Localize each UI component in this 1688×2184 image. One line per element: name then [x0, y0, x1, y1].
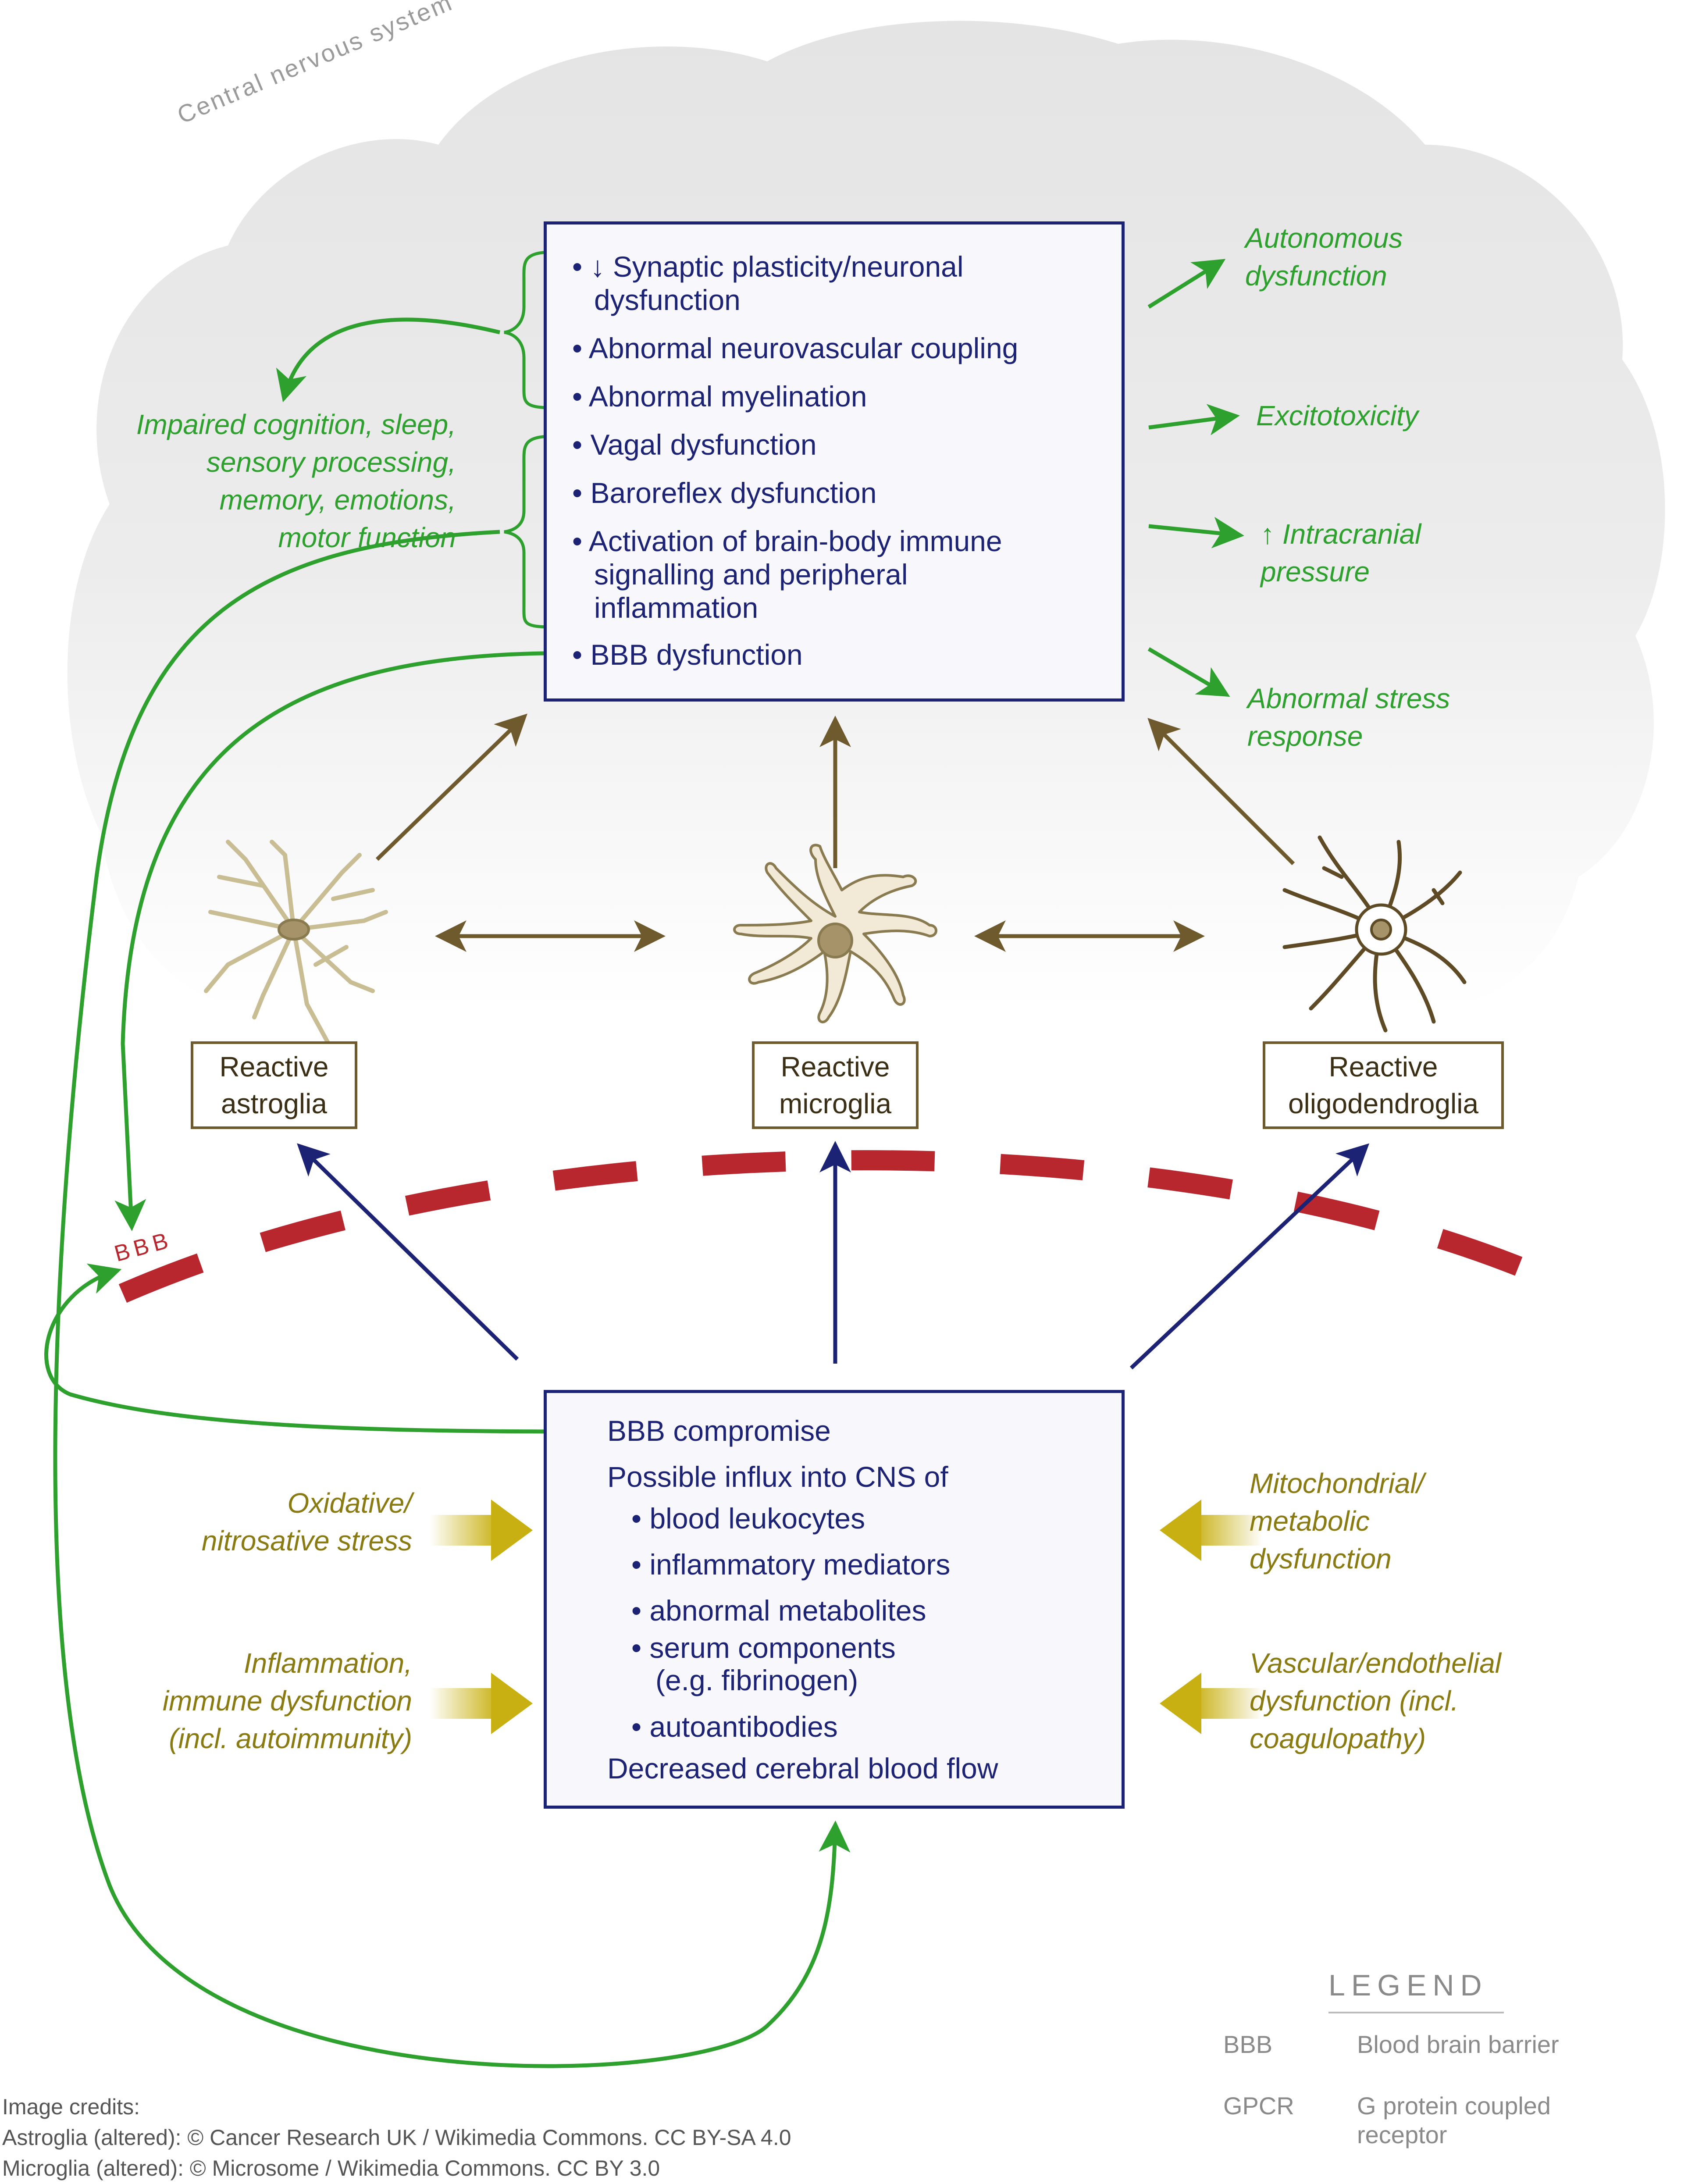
arrow-to-autonomous: [1147, 259, 1226, 309]
compromise-autoantibodies: • autoantibodies: [631, 1710, 838, 1743]
effect-synaptic: • ↓ Synaptic plasticity/neuronal: [572, 250, 964, 283]
effect-immune: • Activation of brain-body immune: [572, 525, 1002, 557]
compromise-serum-cont: (e.g. fibrinogen): [655, 1664, 858, 1696]
effect-neurovascular: • Abnormal neurovascular coupling: [572, 332, 1018, 364]
legend-abbr-gpcr: GPCR: [1223, 2092, 1294, 2120]
effect-vagal: • Vagal dysfunction: [572, 428, 817, 461]
arrow-astro-up: [375, 713, 527, 861]
brace-upper: [504, 250, 553, 410]
effect-immune-cont1: signalling and peripheral: [594, 558, 908, 591]
effect-immune-cont2: inflammation: [594, 591, 759, 624]
compromise-leukocytes: • blood leukocytes: [631, 1502, 865, 1535]
compromise-blood-flow: Decreased cerebral blood flow: [607, 1752, 998, 1785]
credits-title: Image credits:: [2, 2095, 140, 2119]
legend-desc-gpcr: G protein coupled receptor: [1357, 2092, 1551, 2148]
driver-vascular: Vascular/endothelial dysfunction (incl. …: [1250, 1647, 1501, 1754]
yellow-arrow-mitochondrial: [1160, 1500, 1263, 1561]
outcome-autonomous: Autonomous dysfunction: [1245, 222, 1403, 292]
compromise-serum: • serum components: [631, 1632, 896, 1664]
effect-baroreflex: • Baroreflex dysfunction: [572, 477, 877, 509]
yellow-arrow-oxidative: [430, 1500, 533, 1561]
compromise-mediators: • inflammatory mediators: [631, 1548, 951, 1581]
arrow-oligo-up: [1147, 718, 1295, 866]
reactive-microglia-box: Reactive microglia: [752, 1041, 919, 1129]
driver-inflammation: Inflammation, immune dysfunction (incl. …: [162, 1647, 412, 1754]
arrow-to-impaired-cognition: [276, 317, 501, 403]
astrocyte-icon: [204, 840, 388, 1055]
reactive-oligodendroglia-box: Reactive oligodendroglia: [1263, 1041, 1504, 1129]
arrow-to-stress: [1147, 647, 1230, 697]
legend-desc-bbb: Blood brain barrier: [1357, 2031, 1559, 2058]
arrow-to-intracranial: [1148, 517, 1244, 549]
arrow-to-oligo: [1129, 1143, 1370, 1370]
bbb-line: [118, 1150, 1556, 1303]
arrow-to-astro: [297, 1143, 519, 1361]
credit-microglia: Microglia (altered): © Microsome / Wikim…: [2, 2156, 660, 2180]
effect-synaptic-cont: dysfunction: [594, 284, 741, 316]
driver-mitochondrial: Mitochondrial/ metabolic dysfunction: [1250, 1468, 1424, 1575]
legend-abbr-bbb: BBB: [1223, 2031, 1273, 2058]
oligodendrocyte-icon: [1282, 835, 1467, 1033]
effects-box: [544, 221, 1125, 702]
compromise-influx: Possible influx into CNS of: [607, 1461, 948, 1493]
yellow-arrow-inflammation: [430, 1673, 533, 1734]
brace-lower: [504, 435, 553, 629]
reactive-astroglia-box: Reactive astroglia: [191, 1041, 357, 1129]
compromise-metabolites: • abnormal metabolites: [631, 1594, 926, 1627]
arrow-to-compromise-box: [53, 530, 851, 2068]
yellow-arrow-vascular: [1160, 1673, 1263, 1734]
outcome-intracranial: ↑ Intracranial pressure: [1261, 518, 1421, 588]
effect-bbb: • BBB dysfunction: [572, 638, 803, 671]
microglia-icon: [733, 844, 937, 1023]
compromise-title: BBB compromise: [607, 1414, 831, 1447]
driver-oxidative: Oxidative/ nitrosative stress: [201, 1487, 412, 1557]
arrow-compromise-to-bbb: [44, 1263, 579, 1434]
arrow-to-bbb-top: [114, 651, 544, 1231]
arrow-to-excitotoxicity: [1148, 404, 1240, 435]
outcome-impaired-cognition: Impaired cognition, sleep, sensory proce…: [136, 409, 456, 553]
legend-title: LEGEND: [1328, 1969, 1488, 2002]
outcome-stress: Abnormal stress response: [1247, 683, 1450, 752]
effect-myelination: • Abnormal myelination: [572, 380, 867, 413]
outcome-excitotoxicity: Excitotoxicity: [1256, 400, 1418, 431]
bbb-compromise-box: [544, 1390, 1125, 1809]
credit-astroglia: Astroglia (altered): © Cancer Research U…: [2, 2125, 791, 2150]
